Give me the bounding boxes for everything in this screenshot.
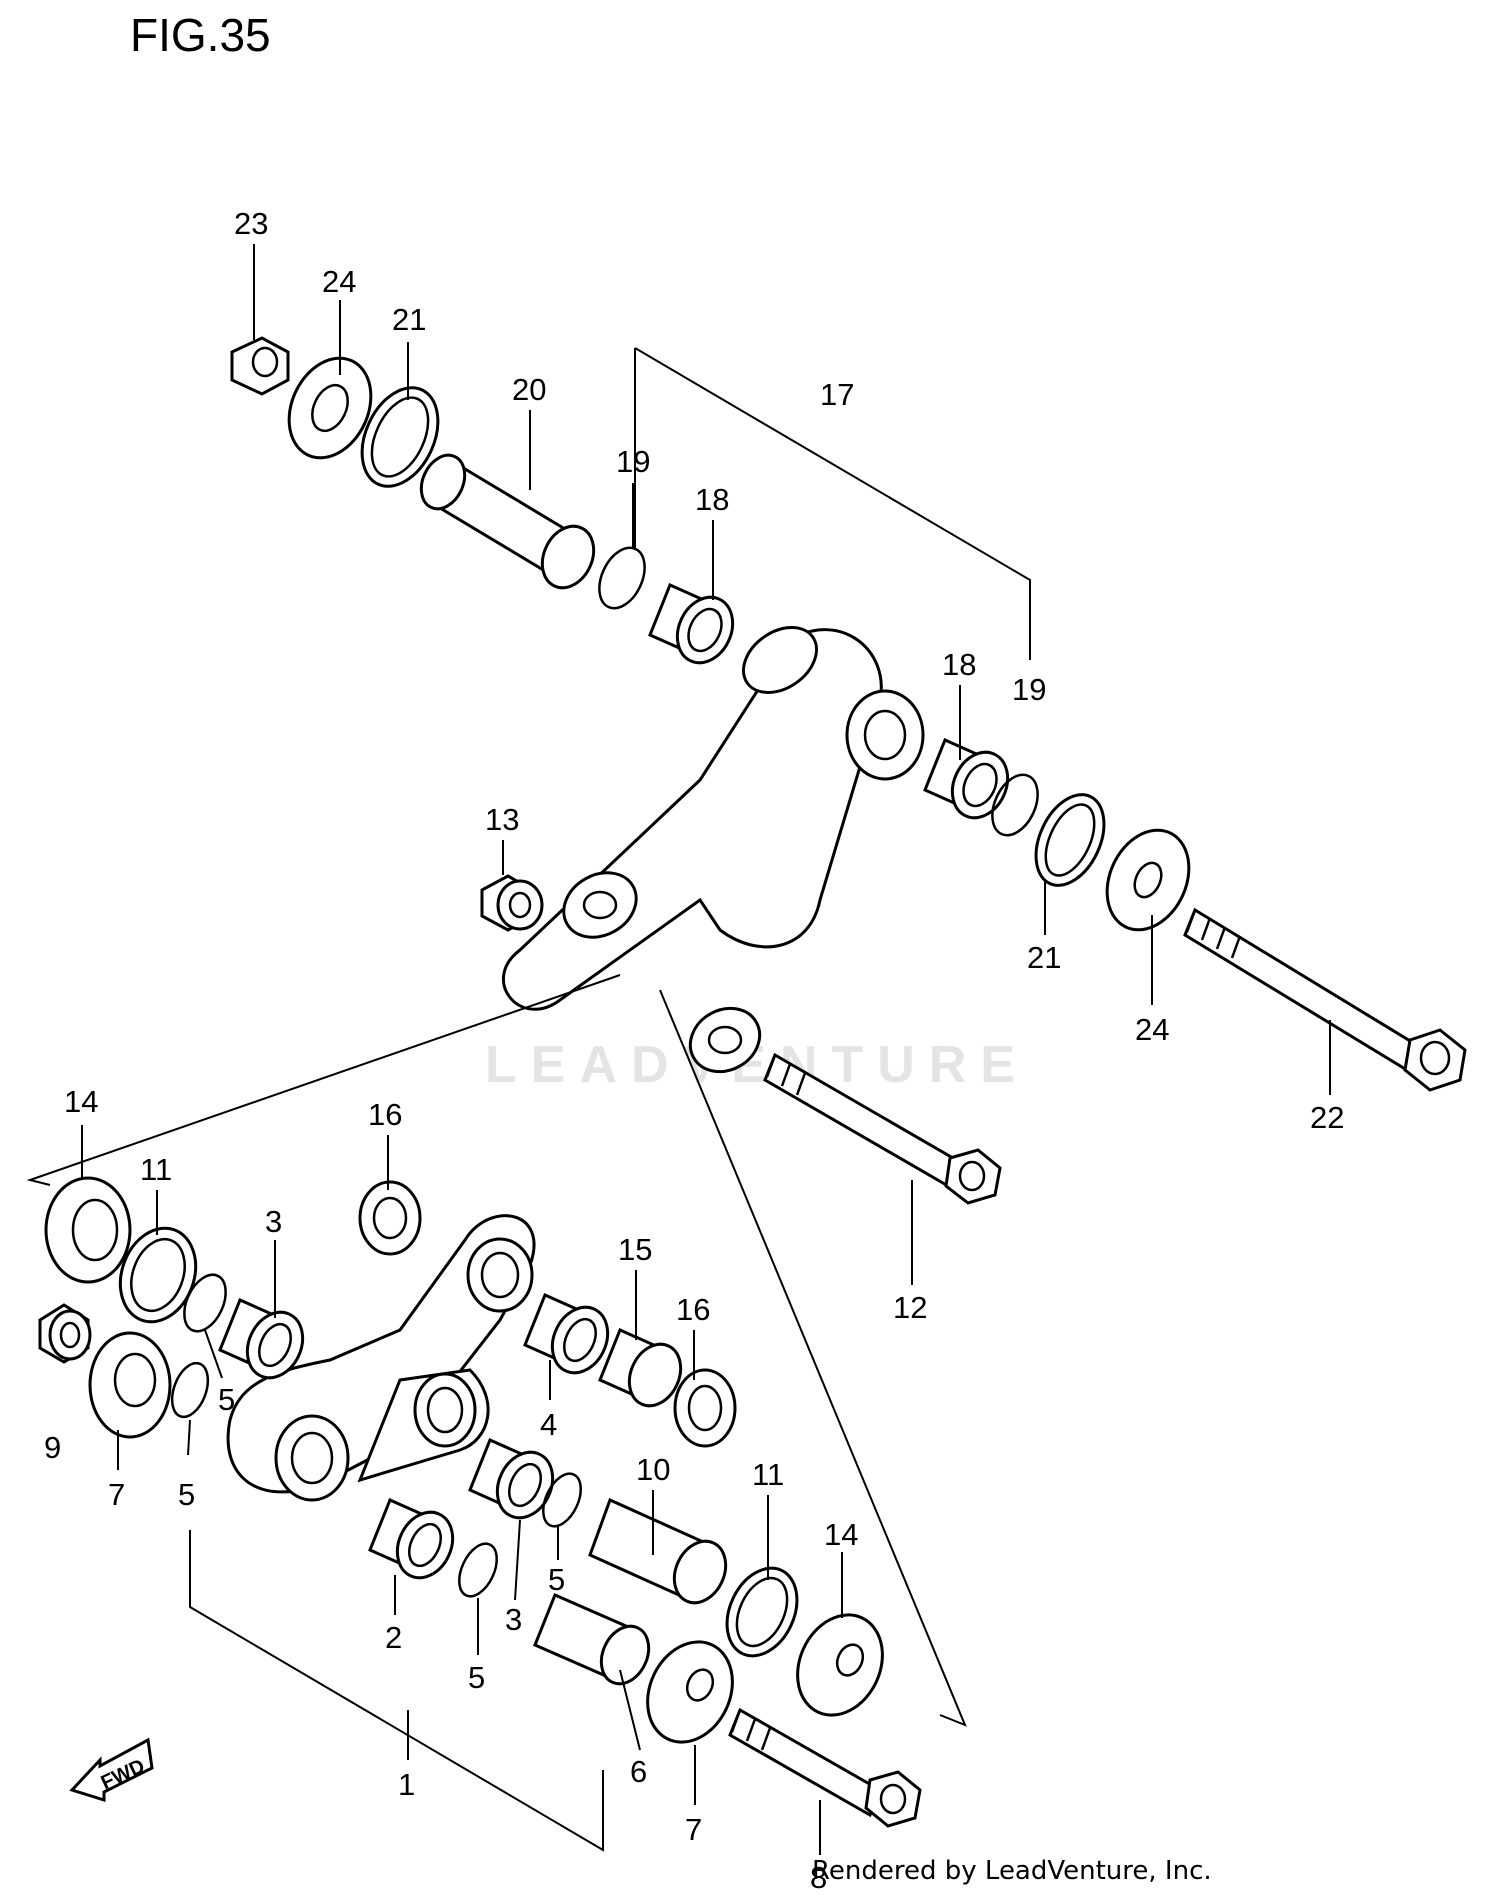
callout-18-top: 18 [695, 482, 729, 517]
callout-21-right: 21 [1027, 940, 1061, 975]
callout-24-top: 24 [322, 264, 356, 299]
fwd-arrow: FWD [69, 1737, 154, 1803]
ring-21-top [360, 386, 440, 488]
washer-24-right [1105, 828, 1191, 932]
callout-21-top: 21 [392, 302, 426, 337]
callout-2: 2 [385, 1620, 402, 1655]
callout-11-left: 11 [140, 1152, 172, 1187]
callout-17: 17 [820, 377, 854, 412]
clip-5-c [542, 1472, 582, 1528]
callout-3-right: 3 [505, 1602, 522, 1637]
render-credit: Rendered by LeadVenture, Inc. [812, 1856, 1212, 1886]
leader-lines [81, 244, 1331, 1855]
callout-22: 22 [1310, 1100, 1344, 1135]
link-line-left [26, 974, 621, 1186]
ring-11-left [118, 1226, 198, 1324]
bracket-1 [189, 1530, 604, 1852]
callout-11-right: 11 [752, 1457, 784, 1492]
bearing-2 [368, 1497, 455, 1580]
washer-14-right [796, 1613, 884, 1717]
bearing-3-right [468, 1437, 555, 1520]
callout-5-d: 5 [468, 1660, 485, 1695]
bolt-12 [763, 1052, 1002, 1205]
callout-7-right: 7 [685, 1812, 702, 1847]
callout-3-left: 3 [265, 1204, 282, 1239]
callout-6: 6 [630, 1754, 647, 1789]
callout-19-top: 19 [616, 444, 650, 479]
bearing-3-left [218, 1297, 305, 1380]
clip-19-right [991, 773, 1039, 837]
ring-11-right [725, 1566, 799, 1658]
callout-7-left: 7 [108, 1477, 125, 1512]
nut-13 [480, 874, 544, 932]
washer-7-right [646, 1640, 734, 1744]
callout-20: 20 [512, 372, 546, 407]
collar-20 [419, 453, 596, 590]
nut-9 [38, 1303, 92, 1364]
callout-5-c: 5 [548, 1562, 565, 1597]
callout-5-b: 5 [178, 1477, 195, 1512]
upper-link-arm [501, 626, 925, 1074]
callout-23: 23 [234, 206, 268, 241]
callout-14-right: 14 [824, 1517, 858, 1552]
link-line-right [659, 989, 967, 1727]
callout-12: 12 [893, 1290, 927, 1325]
clip-5-d [458, 1542, 498, 1598]
ring-21-right [1034, 793, 1106, 887]
callout-14-left: 14 [64, 1084, 98, 1119]
bearing-18-top [648, 582, 735, 665]
washer-24-top [287, 356, 373, 460]
callout-1: 1 [398, 1767, 415, 1802]
lower-link-body [226, 1214, 536, 1502]
callout-4: 4 [540, 1407, 557, 1442]
nut-23 [230, 336, 290, 396]
callout-16-right: 16 [676, 1292, 710, 1327]
callout-8: 8 [810, 1860, 827, 1895]
collar-15 [598, 1327, 683, 1408]
callout-16-top: 16 [368, 1097, 402, 1132]
callout-13: 13 [485, 802, 519, 837]
callout-9: 9 [44, 1430, 61, 1465]
callout-18-right: 18 [942, 647, 976, 682]
figure-title: FIG.35 [130, 9, 271, 61]
washer-14-left [44, 1176, 132, 1284]
bearing-18-right [923, 737, 1010, 820]
seal-16-right [673, 1368, 737, 1448]
clip-19-top [598, 546, 646, 610]
bracket-17 [634, 347, 1031, 660]
seal-16-top [358, 1180, 422, 1256]
clip-5-b [170, 1361, 210, 1419]
callout-24-right: 24 [1135, 1012, 1169, 1047]
bolt-22 [1183, 907, 1467, 1092]
clip-5-a [183, 1273, 227, 1333]
bolt-8 [728, 1707, 922, 1828]
callout-15: 15 [618, 1232, 652, 1267]
collar-6 [533, 1593, 651, 1686]
callout-5-a: 5 [218, 1382, 235, 1417]
callout-10: 10 [636, 1452, 670, 1487]
callout-19-right: 19 [1012, 672, 1046, 707]
washer-7-left [88, 1331, 172, 1439]
bearing-4 [523, 1292, 610, 1375]
collar-10 [588, 1497, 728, 1605]
